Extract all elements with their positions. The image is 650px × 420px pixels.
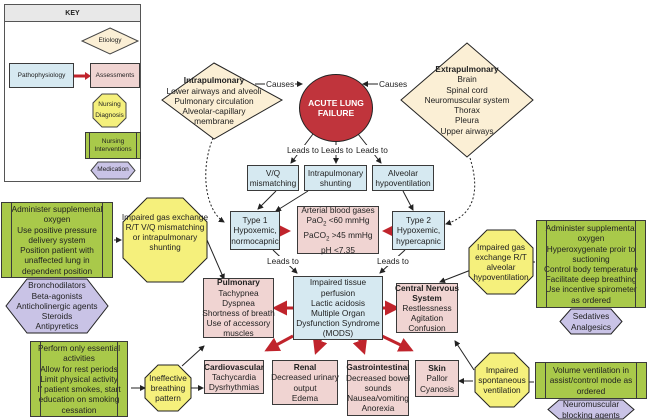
label-leads-to-4: Leads to: [266, 256, 300, 266]
key-red-arrow: [74, 72, 91, 80]
legend-key: KEY Etiology Pathophysiology Assessments…: [4, 4, 141, 182]
key-pathophysiology: Pathophysiology: [9, 63, 74, 88]
etiology-extrapulmonary: Extrapulmonary Brain Spinal cord Neuromu…: [400, 42, 534, 158]
label-leads-to-3: Leads to: [355, 145, 389, 155]
key-etiology: Etiology: [80, 27, 140, 55]
dotted-arrow-intra: [205, 137, 225, 223]
red-arrow-gi: [352, 337, 368, 355]
red-arrow-skin: [381, 334, 414, 352]
etiology-intrapulmonary: Intrapulmonary Lower airways and alveoli…: [161, 62, 284, 140]
acute-lung-failure-node: ACUTE LUNG FAILURE: [299, 74, 373, 142]
label-leads-to-5: Leads to: [376, 256, 410, 266]
label-leads-to-2: Leads to: [320, 145, 354, 155]
red-arrow-cardio: [264, 334, 294, 352]
label-causes-left: Causes: [265, 79, 296, 89]
red-arrow-renal: [312, 337, 328, 355]
key-assessments: Assessments: [90, 63, 140, 88]
dotted-arrow-extra: [445, 157, 476, 226]
label-leads-to-1: Leads to: [286, 145, 320, 155]
key-medication: Medication: [90, 161, 136, 180]
label-causes-right: Causes: [378, 79, 409, 89]
arterial-blood-gases-box: Arterial blood gases PaO2 <60 mmHg PaCO2…: [297, 205, 379, 255]
key-title: KEY: [5, 5, 140, 22]
